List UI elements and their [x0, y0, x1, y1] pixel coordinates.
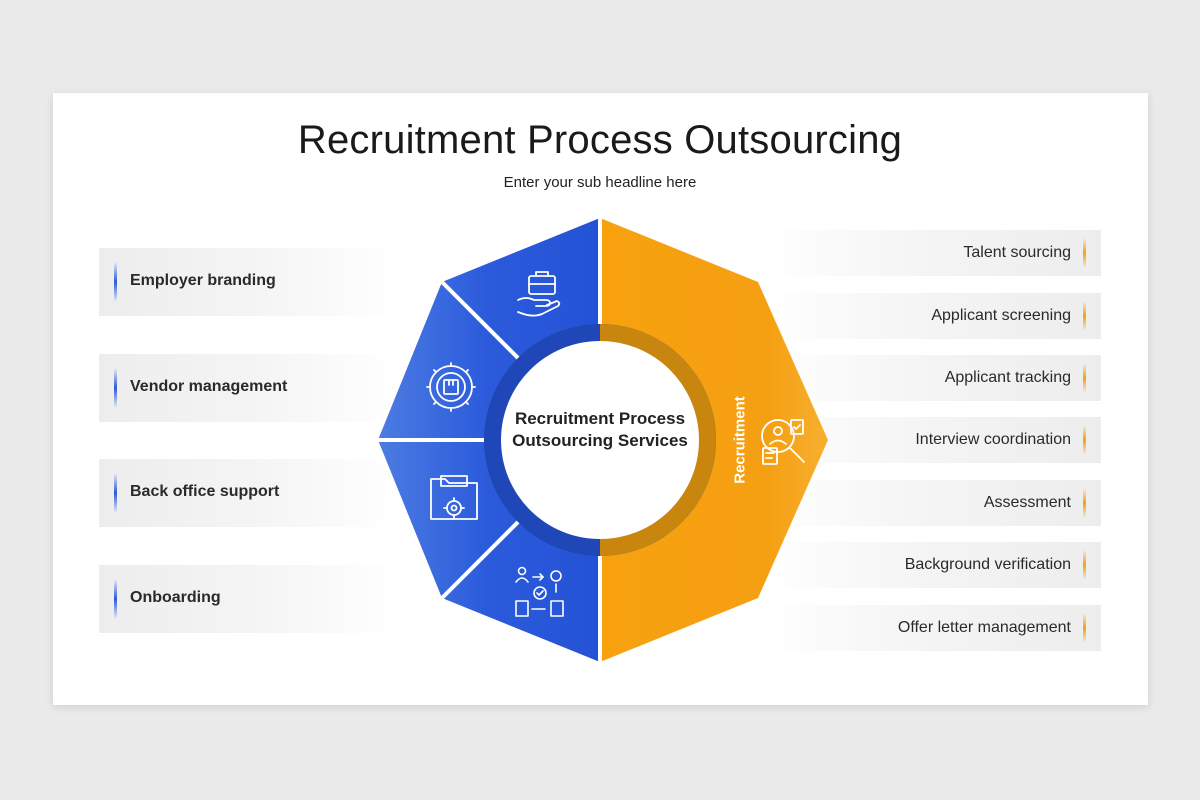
briefcase-hand-icon — [517, 271, 561, 317]
right-item-label: Applicant screening — [931, 307, 1071, 324]
right-item-6: Background verification — [761, 542, 1101, 588]
left-accent-bar — [114, 473, 117, 513]
workflow-icon — [515, 566, 564, 617]
right-item-2: Applicant screening — [761, 293, 1101, 339]
left-accent-bar — [114, 579, 117, 619]
right-item-label: Offer letter management — [897, 619, 1071, 636]
recruitment-label: Recruitment — [731, 396, 749, 484]
left-item-label: Onboarding — [130, 589, 221, 606]
right-item-1: Talent sourcing — [761, 230, 1101, 276]
left-item-label: Back office support — [130, 483, 280, 500]
folder-gear-icon — [430, 475, 478, 520]
right-accent-bar — [1083, 550, 1086, 580]
right-item-5: Assessment — [761, 480, 1101, 526]
right-item-3: Applicant tracking — [761, 355, 1101, 401]
left-accent-bar — [114, 262, 117, 302]
right-accent-bar — [1083, 425, 1086, 455]
center-circle — [501, 341, 699, 539]
right-accent-bar — [1083, 301, 1086, 331]
right-item-label: Applicant tracking — [944, 369, 1071, 386]
page-title: Recruitment Process Outsourcing — [297, 118, 903, 162]
center-label: Recruitment Process Outsourcing Services — [512, 409, 688, 450]
right-item-7: Offer letter management — [761, 605, 1101, 651]
gear-box-icon — [426, 362, 476, 412]
left-item-label: Employer branding — [130, 272, 276, 289]
left-accent-bar — [114, 368, 117, 408]
right-item-label: Interview coordination — [915, 431, 1071, 448]
right-item-label: Talent sourcing — [963, 244, 1071, 261]
left-item-2: Vendor management — [99, 354, 399, 422]
left-item-label: Vendor management — [130, 378, 288, 395]
right-accent-bar — [1083, 613, 1086, 643]
left-item-4: Onboarding — [99, 565, 399, 633]
right-accent-bar — [1083, 238, 1086, 268]
recruit-search-icon — [761, 419, 805, 465]
right-accent-bar — [1083, 488, 1086, 518]
right-item-label: Assessment — [983, 494, 1071, 511]
right-accent-bar — [1083, 363, 1086, 393]
left-item-1: Employer branding — [99, 248, 399, 316]
page-subtitle: Enter your sub headline here — [503, 174, 697, 191]
left-item-3: Back office support — [99, 459, 399, 527]
right-item-label: Background verification — [904, 556, 1071, 573]
